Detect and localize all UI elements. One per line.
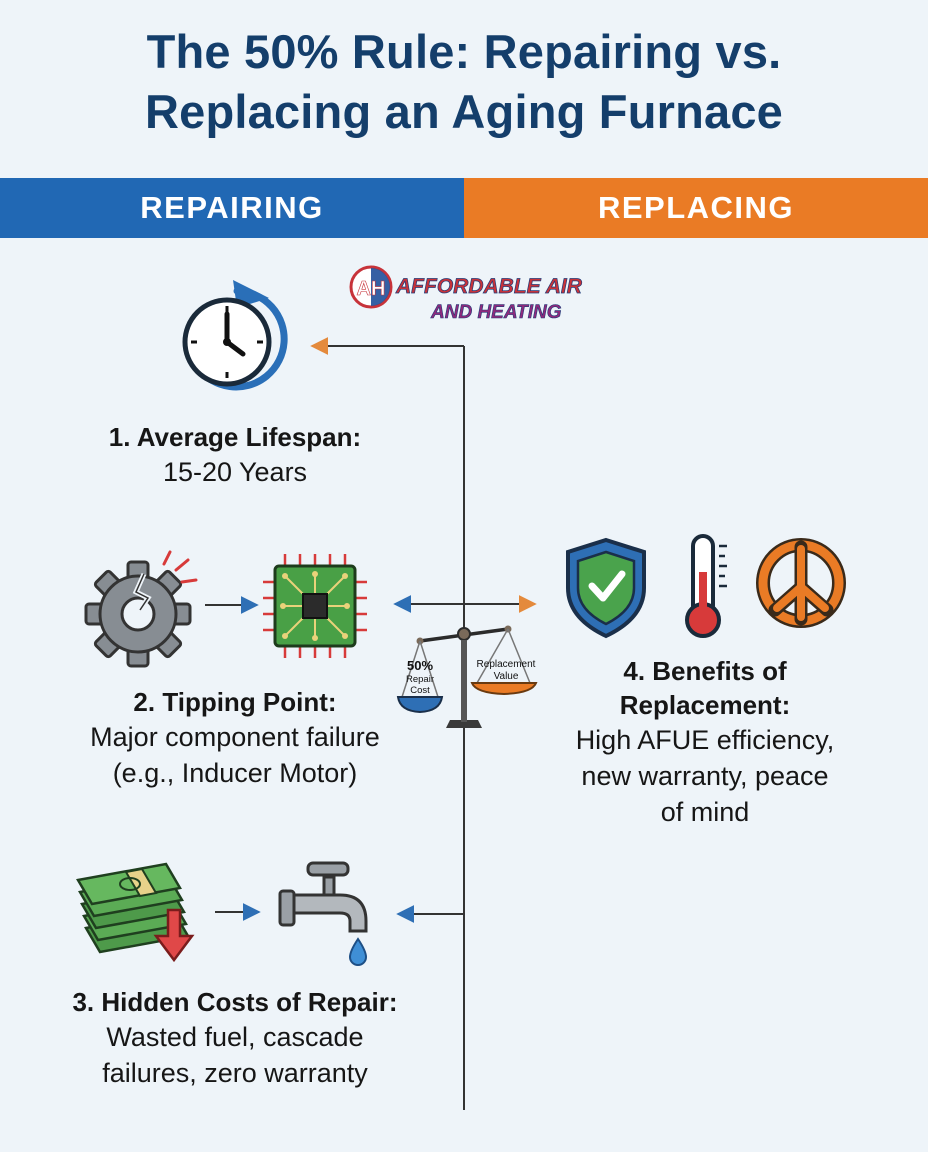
benefits-body-line-1: High AFUE efficiency, xyxy=(575,725,835,755)
repairing-header: REPAIRING xyxy=(0,178,464,238)
balance-scale-icon: 50% Repair Cost Replacement Value xyxy=(396,625,538,728)
left-pan-line-1: 50% xyxy=(407,658,433,673)
title-line-1: The 50% Rule: Repairing vs. xyxy=(146,25,782,78)
right-pan-line-2: Value xyxy=(494,671,519,682)
title-line-2: Replacing an Aging Furnace xyxy=(144,85,784,138)
peace-icon xyxy=(756,538,846,628)
page-title: The 50% Rule: Repairing vs. Replacing an… xyxy=(0,22,928,142)
hidden-costs-body-line-2: failures, zero warranty xyxy=(102,1058,368,1088)
left-pan-line-2: Repair xyxy=(406,674,434,685)
replacing-label: REPLACING xyxy=(597,190,795,225)
repairing-label: REPAIRING xyxy=(140,190,324,225)
right-pan-line-1: Replacement xyxy=(477,659,536,670)
circuit-board-icon xyxy=(263,554,367,658)
thermometer-icon xyxy=(685,534,727,638)
logo-mark: AH xyxy=(357,278,386,300)
money-stack-icon xyxy=(76,862,195,963)
hidden-costs-caption: 3. Hidden Costs of Repair: Wasted fuel, … xyxy=(20,985,450,1091)
benefits-body-line-3: of mind xyxy=(660,797,750,827)
benefits-body-line-2: new warranty, peace xyxy=(581,761,829,791)
logo-line-2: AND HEATING xyxy=(430,302,562,323)
tipping-body-line-2: (e.g., Inducer Motor) xyxy=(112,758,358,788)
broken-gear-icon xyxy=(84,550,198,668)
company-logo: AH AFFORDABLE AIR AND HEATING xyxy=(349,265,583,323)
tipping-heading: 2. Tipping Point: xyxy=(133,687,337,717)
tipping-body-line-1: Major component failure xyxy=(90,722,380,752)
hidden-costs-heading: 3. Hidden Costs of Repair: xyxy=(72,987,398,1017)
replacing-header: REPLACING xyxy=(464,178,928,238)
lifespan-caption: 1. Average Lifespan: 15-20 Years xyxy=(40,420,430,490)
benefits-heading-line-2: Replacement: xyxy=(619,690,791,720)
clock-icon xyxy=(182,280,288,391)
lifespan-heading: 1. Average Lifespan: xyxy=(108,422,362,452)
faucet-icon xyxy=(278,861,368,966)
lifespan-body: 15-20 Years xyxy=(162,457,308,487)
hidden-costs-body-line-1: Wasted fuel, cascade xyxy=(106,1022,364,1052)
tipping-caption: 2. Tipping Point: Major component failur… xyxy=(20,685,450,791)
shield-check-icon xyxy=(566,537,646,639)
left-pan-line-3: Cost xyxy=(410,685,430,696)
benefits-caption: 4. Benefits of Replacement: High AFUE ef… xyxy=(500,654,910,830)
logo-line-1: AFFORDABLE AIR xyxy=(395,275,583,298)
benefits-heading-line-1: 4. Benefits of xyxy=(623,656,787,686)
